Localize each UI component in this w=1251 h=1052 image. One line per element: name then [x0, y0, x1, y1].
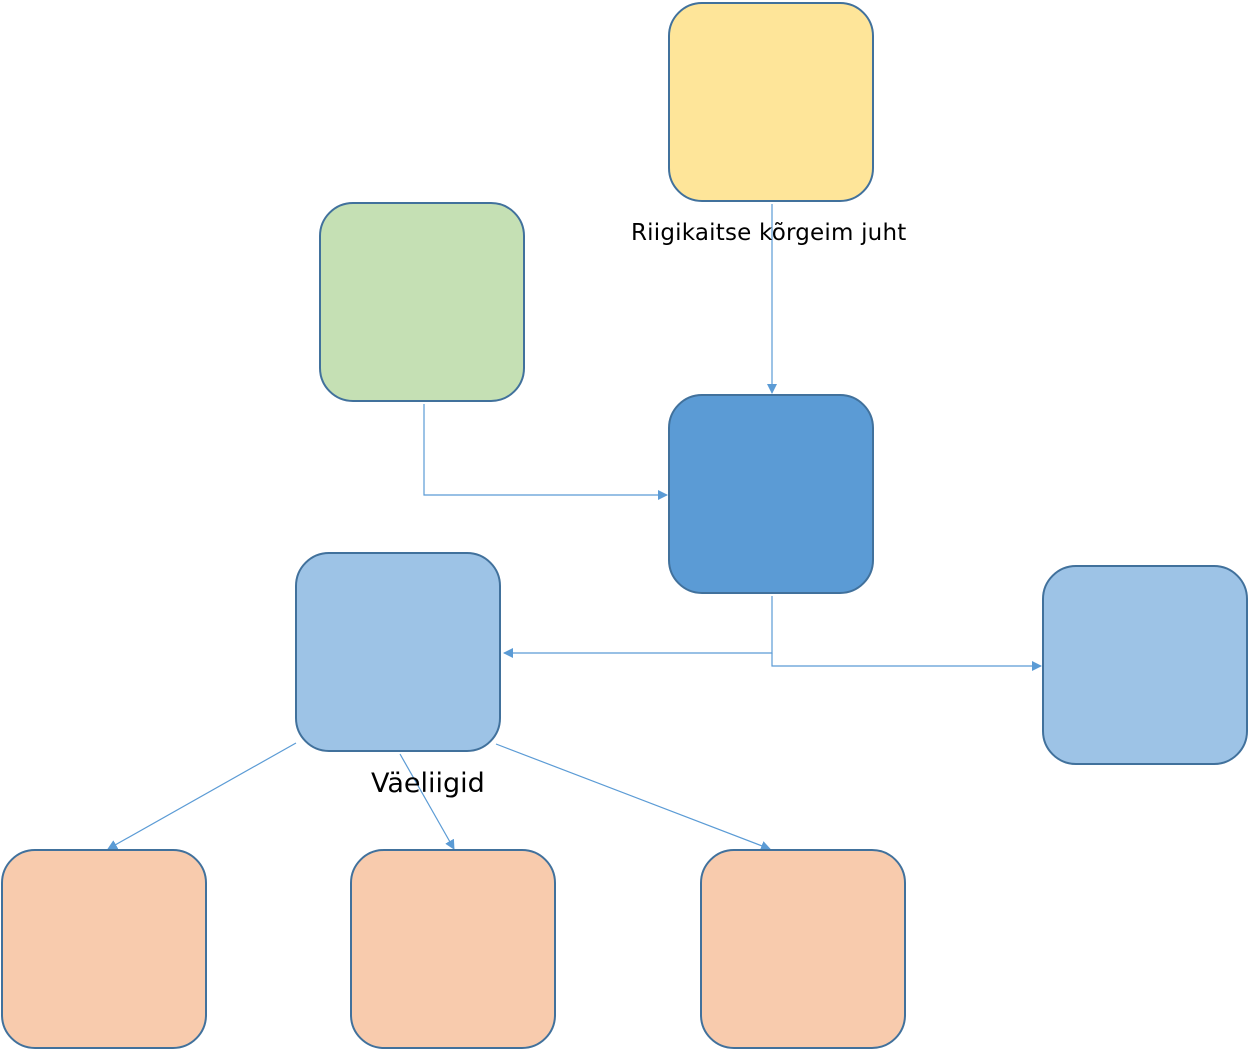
- connector-green-to-center: [423, 404, 668, 500]
- node-dark-blue-center: [668, 394, 874, 594]
- node-yellow-top: [668, 2, 874, 202]
- label-mid: Väeliigid: [371, 768, 485, 799]
- connector-center-to-left-blue: [503, 596, 773, 658]
- node-peach-1: [1, 849, 207, 1049]
- node-green: [319, 202, 525, 402]
- connector-left-blue-to-peach-1: [107, 742, 297, 850]
- node-light-blue-right: [1042, 565, 1248, 765]
- node-light-blue-left: [295, 552, 501, 752]
- connector-left-blue-to-peach-3: [495, 743, 771, 851]
- connector-left-blue-to-peach-2: [399, 753, 455, 850]
- connector-center-to-right-blue: [771, 653, 1042, 671]
- node-peach-3: [700, 849, 906, 1049]
- node-peach-2: [350, 849, 556, 1049]
- label-top: Riigikaitse kõrgeim juht: [631, 220, 907, 246]
